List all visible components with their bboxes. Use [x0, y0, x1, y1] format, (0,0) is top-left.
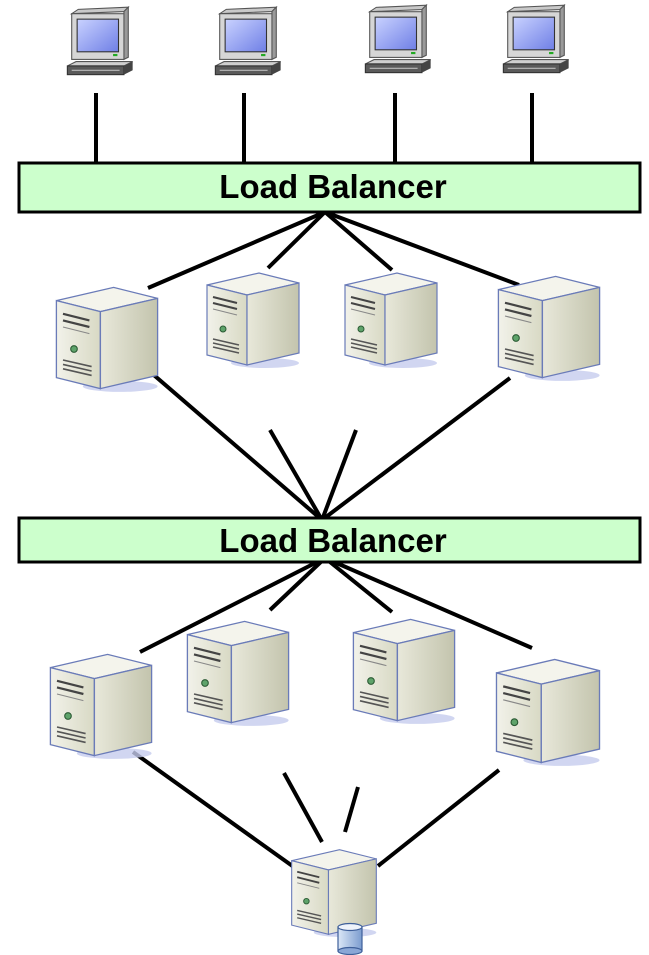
- load-balancer-label: Load Balancer: [219, 522, 447, 559]
- link-app-4: [324, 556, 533, 650]
- web-server-tier: [55, 271, 601, 393]
- load-balancer-top: Load Balancer: [17, 161, 642, 214]
- server-tower-icon: [343, 271, 439, 370]
- link-web-out-1: [146, 368, 324, 522]
- server-tower-icon: [497, 275, 601, 383]
- link-db-4: [376, 768, 501, 868]
- client-links: [94, 93, 534, 163]
- server-tower-icon: [352, 618, 456, 726]
- link-app-2: [268, 556, 327, 612]
- server-tower-icon: [48, 652, 154, 761]
- server-tower-icon: [205, 271, 301, 370]
- client-computers: [66, 4, 570, 76]
- database-cylinder-icon: [337, 922, 363, 955]
- server-tower-icon: [55, 286, 159, 393]
- link-app-1: [139, 556, 326, 654]
- server-tower-icon: [186, 620, 290, 728]
- load-balancer-box: [17, 161, 642, 214]
- desktop-computer-icon: [364, 4, 432, 74]
- link-web-out-4: [320, 376, 512, 522]
- link-web-1: [147, 210, 326, 290]
- link-db-1: [131, 750, 314, 882]
- desktop-computer-icon: [66, 6, 134, 76]
- desktop-computer-icon: [502, 4, 570, 74]
- link-db-3: [343, 786, 360, 833]
- link-web-out-3: [320, 429, 358, 521]
- desktop-computer-icon: [214, 6, 282, 76]
- web-to-balancer-links: [146, 368, 512, 522]
- balancer-to-app-links: [139, 556, 533, 654]
- app-to-database-links: [131, 750, 501, 882]
- link-db-2: [282, 772, 324, 843]
- balancer-to-web-links: [147, 210, 520, 290]
- link-web-4: [324, 210, 520, 287]
- link-web-2: [266, 210, 327, 270]
- load-balancer-label: Load Balancer: [219, 168, 447, 205]
- link-app-3: [323, 556, 394, 614]
- server-tower-icon: [495, 658, 601, 768]
- server-tower-icon: [290, 848, 378, 939]
- database-server: [290, 848, 378, 955]
- load-balancer-box: [17, 516, 642, 564]
- link-web-out-2: [268, 428, 324, 522]
- load-balancer-bottom: Load Balancer: [17, 516, 642, 564]
- link-web-3: [323, 210, 394, 272]
